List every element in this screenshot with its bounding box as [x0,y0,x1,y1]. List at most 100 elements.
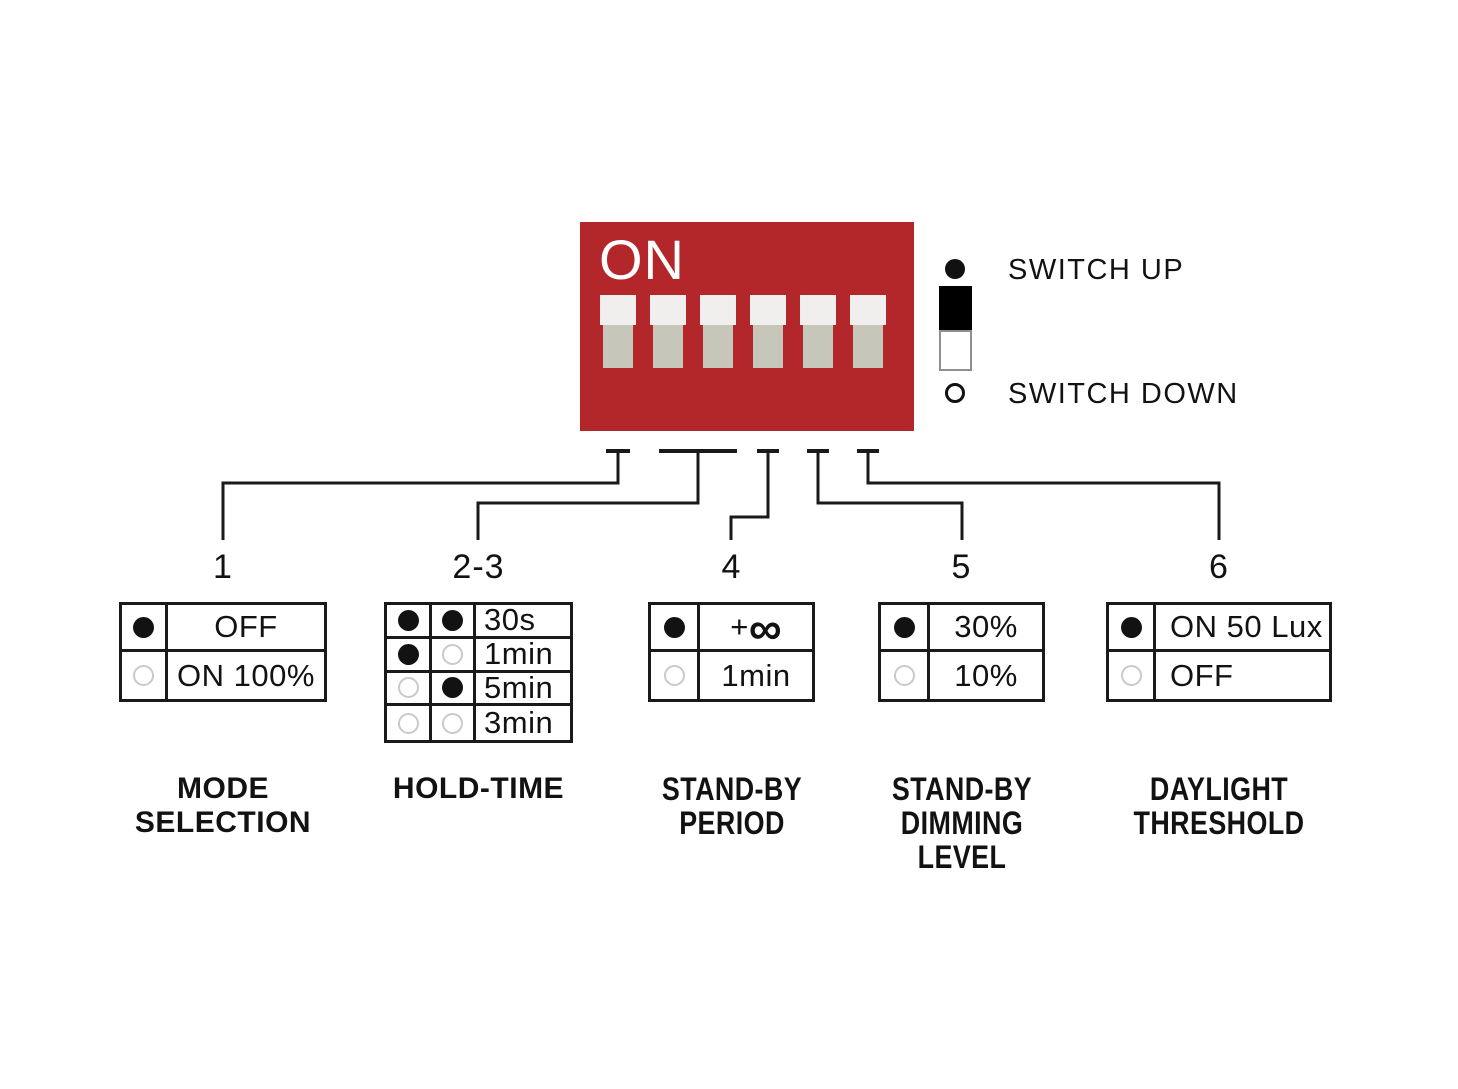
value-cell: 1min [721,657,791,693]
table-stand-by-dimming-level: 30%10% [878,602,1045,702]
switch-stem [803,325,833,368]
dot-cell [387,706,432,740]
switch-down-dot-icon [893,665,915,686]
value-cell: 10% [954,657,1018,693]
group-header-stand-by-dimming-level: 5 [951,548,972,586]
dot-cell [651,652,700,699]
switch-up-dot-icon [442,609,463,631]
dot-cell [387,672,432,707]
dip-switch-3: 3 [700,295,736,495]
switch-number: 1 [605,440,631,492]
switch-stem [653,325,683,368]
dip-switch-2: 2 [650,295,686,495]
table-mode-selection: OFF ON 100% [119,602,327,702]
dot-cell [122,605,168,652]
dot-cell [881,652,930,699]
toggle-white-half [939,330,972,371]
switch-up-dot-icon [397,609,419,631]
group-header-mode-selection: 1 [213,548,233,586]
switch-up-dot-icon [442,677,463,699]
caption-line: MODE [177,772,269,805]
switch-cap [750,295,786,325]
switch-up-dot-icon [133,616,154,638]
value-cell: 3min [484,706,554,740]
group-header-daylight-threshold: 6 [1209,548,1229,586]
dot-cell [651,605,700,652]
caption-hold-time: HOLD-TIME [319,772,639,806]
switch-down-dot-icon [945,383,965,403]
toggle-black-half [939,286,972,330]
dot-cell [432,605,476,639]
dot-cell [1109,605,1156,652]
dip-switch-6: 6 [850,295,886,495]
caption-line: DIMMING [900,805,1023,841]
switch-down-dot-icon [442,712,463,734]
table-stand-by-period: + ∞ 1min [648,602,815,702]
switch-down-dot-icon [663,665,685,686]
switch-stem [703,325,733,368]
value-cell: + ∞ [700,605,812,652]
group-header-hold-time: 2-3 [452,548,505,586]
dot-cell [1109,652,1156,699]
value-cell: 5min [476,673,570,707]
on-label: ON [599,228,685,291]
dip-switch-1: 1 [600,295,636,495]
switch-down-dot-icon [397,677,419,699]
caption-line: HOLD-TIME [392,772,565,805]
switch-stem [753,325,783,368]
caption-line: LEVEL [917,839,1006,875]
switch-up-dot-icon [663,616,685,638]
switch-number: 5 [805,440,831,492]
dot-cell [387,605,432,639]
caption-line: STAND-BY [891,771,1032,807]
caption-line: PERIOD [678,805,785,841]
dot-cell [881,605,930,652]
switch-number: 6 [855,440,881,492]
caption-line: THRESHOLD [1133,805,1305,841]
switch-up-dot-icon [893,616,915,638]
switch-stem [853,325,883,368]
switch-number: 3 [705,440,731,492]
switch-toggle-icon [939,286,972,371]
dot-cell [432,672,476,707]
switch-number: 2 [655,440,681,492]
dot-cell [122,652,168,699]
value-cell: OFF [168,605,324,652]
group-header-stand-by-period: 4 [721,548,742,586]
switch-number: 4 [755,440,781,492]
value-cell: OFF [1170,657,1234,693]
switch-up-dot-icon [397,643,419,665]
caption-line: SELECTION [134,806,312,839]
value-cell: 30s [476,605,570,639]
switch-cap [850,295,886,325]
value-cell: ON 50 Lux [1156,605,1329,652]
dot-cell [432,638,476,673]
dot-cell [387,638,432,673]
switch-cap [600,295,636,325]
caption-line: DAYLIGHT [1149,771,1289,807]
switch-down-dot-icon [442,643,463,665]
switch-cap [700,295,736,325]
dot-cell [432,706,476,740]
value-cell: 1min [476,639,570,673]
switch-stem [603,325,633,368]
switch-down-dot-icon [1120,665,1142,686]
switch-up-dot-icon [1120,616,1142,638]
value-cell: ON 100% [177,657,315,693]
dip-switch-5: 5 [800,295,836,495]
value-cell: 30% [930,605,1042,652]
switch-up-dot-icon [945,259,965,279]
dip-switch-4: 4 [750,295,786,495]
switch-cap [800,295,836,325]
switch-down-dot-icon [397,712,419,734]
switch-down-label: SWITCH DOWN [1008,378,1239,410]
